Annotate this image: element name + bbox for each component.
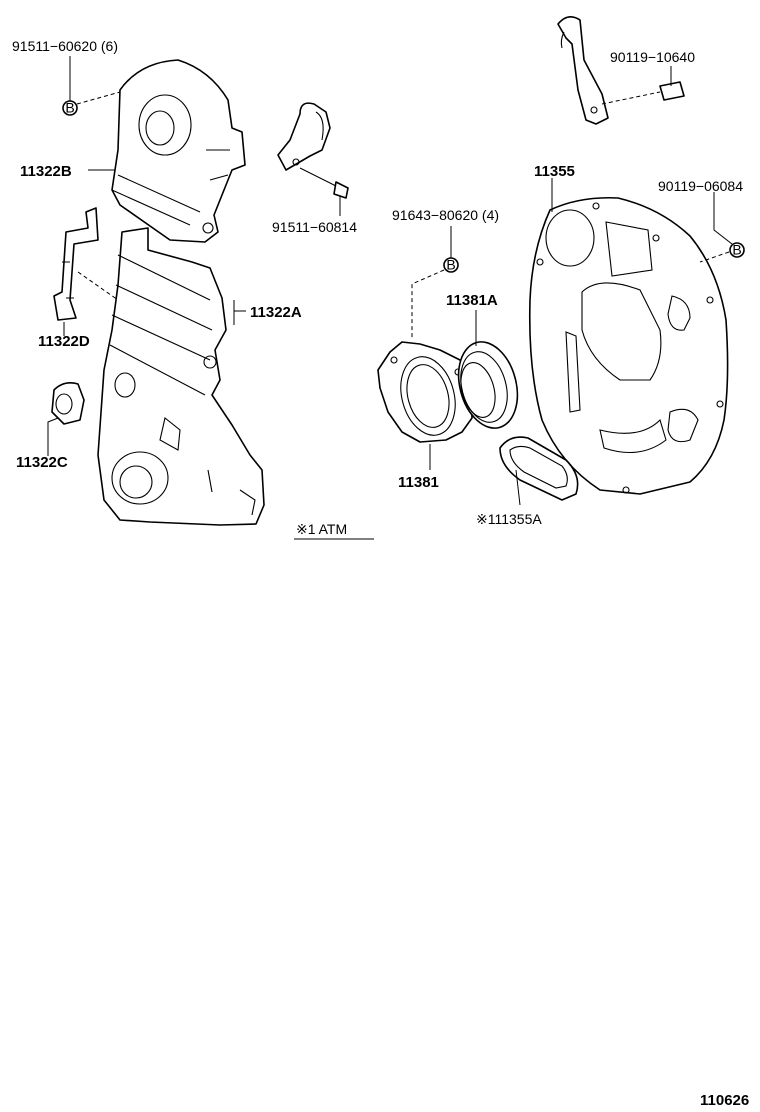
- label-11355: 11355: [534, 163, 575, 180]
- oil-seal-retainer-11381: [377, 341, 473, 443]
- bracket-11322d: [53, 207, 99, 321]
- label-90119-06084: 90119−06084: [658, 178, 743, 194]
- bolt-marker-b-center: B: [443, 257, 459, 273]
- label-11322c: 11322C: [16, 454, 68, 471]
- label-90119-10640: 90119−10640: [610, 49, 695, 65]
- label-11322b: 11322B: [20, 163, 72, 180]
- label-11322a: 11322A: [250, 304, 302, 321]
- oil-seal-11381a: [457, 341, 519, 429]
- end-plate-11355: [528, 196, 729, 495]
- hook-bracket-left: [277, 102, 349, 199]
- diagram-id: 110626: [700, 1092, 749, 1109]
- label-111355a: ※111355A: [476, 511, 542, 527]
- label-91511-60814: 91511−60814: [272, 219, 357, 235]
- label-91511-60620: 91511−60620 (6): [12, 38, 118, 54]
- svg-text:B: B: [65, 100, 74, 116]
- grommet-11322c: [51, 382, 85, 425]
- leader-lines: [47, 56, 733, 540]
- atm-note: ※1 ATM: [296, 521, 347, 537]
- label-11381: 11381: [398, 474, 439, 491]
- svg-text:B: B: [446, 257, 455, 273]
- hook-bracket-right: [557, 16, 685, 125]
- label-11322d: 11322D: [38, 333, 90, 350]
- timing-cover-upper: [111, 59, 246, 243]
- label-11381a: 11381A: [446, 292, 498, 309]
- cover-plate-111355a: [499, 436, 579, 501]
- timing-cover-lower: [97, 227, 265, 526]
- label-91643-80620: 91643−80620 (4): [392, 207, 499, 223]
- bolt-marker-b-right: B: [729, 242, 745, 258]
- bolt-marker-b-left: B: [62, 100, 78, 116]
- svg-text:B: B: [732, 242, 741, 258]
